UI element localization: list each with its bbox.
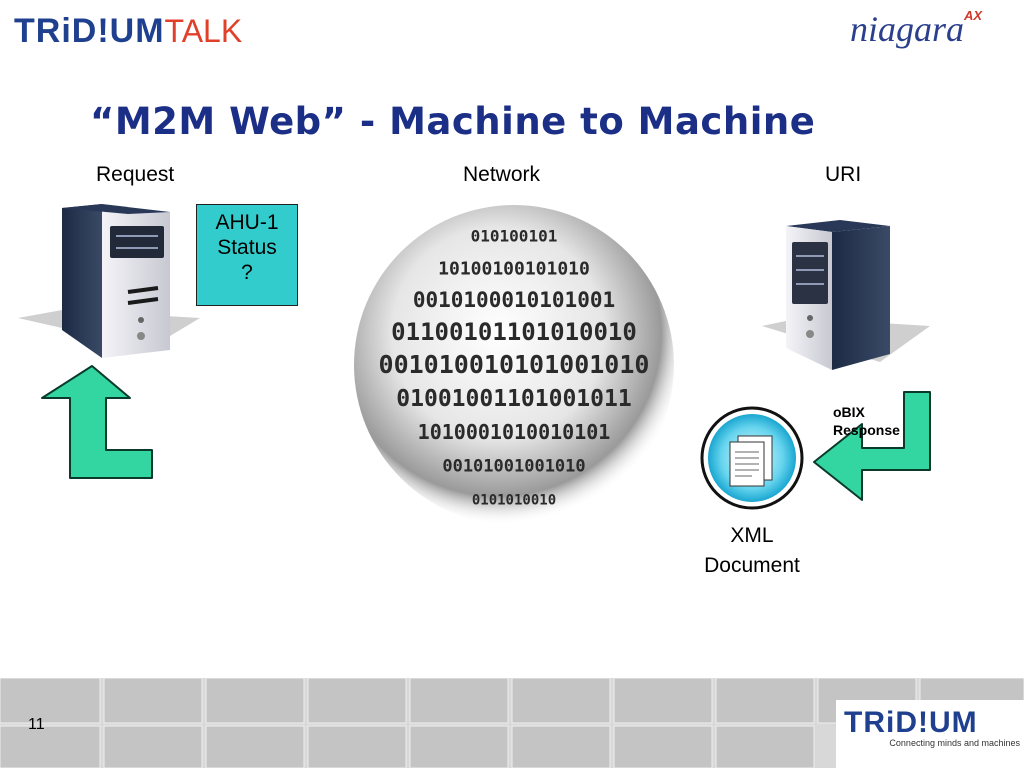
obix-response-label: oBIX Response (833, 403, 900, 439)
niagara-ax-superscript: AX (964, 8, 983, 23)
obix-label-line1: oBIX (833, 404, 865, 420)
xml-label-line2: Document (704, 554, 800, 577)
ahu-status-box: AHU-1 Status ? (196, 204, 298, 306)
request-label: Request (96, 163, 175, 186)
footer-tagline: Connecting minds and machines (889, 738, 1020, 748)
network-globe-icon: 010100101 10100100101010 0010100010101001 0… (354, 205, 674, 525)
footer-tridium-logo: TRiD!UM Connecting minds and machines (844, 706, 1020, 758)
obix-label-line2: Response (833, 422, 900, 438)
client-computer-icon (18, 204, 200, 358)
ahu-box-line2: Status (217, 236, 277, 259)
globe-binary-row: 0010100010101001 (413, 288, 615, 312)
xml-document-label: XML Document (690, 521, 814, 581)
server-computer-icon (762, 220, 930, 370)
ahu-box-line3: ? (241, 261, 253, 284)
xml-document-icon (700, 406, 804, 510)
globe-binary-row: 001010010101001010 (379, 350, 650, 379)
page-number: 11 (28, 716, 45, 733)
niagara-logo: niagaraAX (850, 8, 1020, 64)
slide-title: “M2M Web” - Machine to Machine (90, 100, 816, 143)
talk-brand-text: TALK (164, 13, 243, 49)
niagara-brand-text: niagara (850, 9, 965, 49)
request-arrow-icon (41, 365, 153, 479)
globe-binary-row: 010100101 (471, 226, 558, 245)
xml-label-line1: XML (730, 524, 774, 547)
footer-brand-text: TRiD!UM (844, 706, 978, 739)
network-label: Network (463, 163, 541, 186)
globe-binary-row: 10100100101010 (438, 258, 590, 279)
tridium-brand-text: TRiD!UM (14, 12, 165, 50)
footer-strip (0, 678, 1024, 768)
response-arrow-icon (813, 391, 931, 501)
uri-label: URI (825, 163, 862, 186)
globe-binary-row: 0101010010 (472, 493, 556, 509)
globe-binary-row: 01001001101001011 (396, 386, 631, 412)
globe-binary-row: 1010001010010101 (418, 420, 611, 444)
ahu-box-line1: AHU-1 (215, 211, 279, 234)
tridium-talk-logo: TRiD!UMTALK (14, 12, 294, 56)
globe-binary-row: 00101001001010 (442, 457, 585, 477)
globe-binary-row: 01100101101010010 (391, 318, 637, 346)
